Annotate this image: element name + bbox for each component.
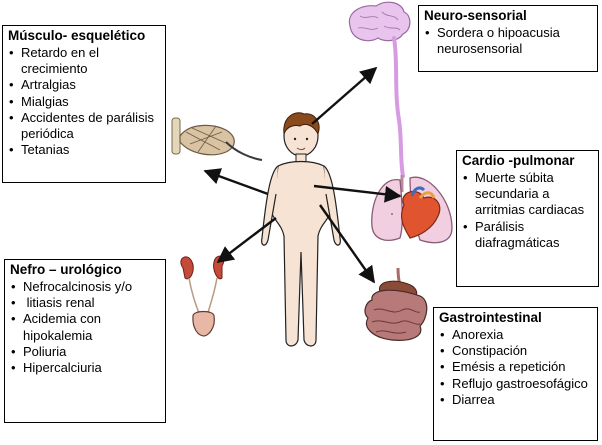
- list-item: •Parálisis diafragmáticas: [463, 218, 560, 250]
- nefro-urologico-box: Nefro – urológico •Nefrocalcinosis y/o •…: [4, 259, 166, 423]
- list-item: • litiasis renal: [11, 295, 95, 311]
- bullet-icon: •: [11, 311, 16, 327]
- bullet-icon: •: [440, 359, 445, 375]
- muscle-icon: [171, 117, 263, 161]
- bullet-icon: •: [440, 343, 445, 359]
- bullet-icon: •: [11, 343, 16, 359]
- list-item: •Poliuria: [11, 343, 67, 359]
- box-title: Cardio -pulmonar: [462, 153, 575, 168]
- bullet-icon: •: [463, 218, 468, 234]
- symptom-list: •Nefrocalcinosis y/o • litiasis renal •A…: [10, 279, 161, 376]
- bullet-icon: •: [9, 109, 14, 125]
- list-item: •Retardo en el crecimiento: [9, 45, 100, 77]
- list-item: •Anorexia: [440, 327, 504, 342]
- musculo-esqueletico-box: Músculo- esquelético •Retardo en el crec…: [2, 25, 166, 183]
- bullet-icon: •: [11, 279, 16, 294]
- bladder-icon: [192, 310, 215, 337]
- list-item: •Nefrocalcinosis y/o: [11, 279, 133, 294]
- bullet-icon: •: [9, 45, 14, 60]
- bullet-icon: •: [440, 375, 445, 391]
- list-item: •Hipercalciuria: [11, 360, 102, 376]
- list-item: •Tetanias: [9, 142, 70, 158]
- bullet-icon: •: [11, 295, 16, 311]
- box-title: Nefro – urológico: [10, 262, 122, 277]
- child-figure: [261, 112, 341, 347]
- list-item: •Constipación: [440, 343, 528, 359]
- list-item: •Mialgias: [9, 93, 69, 109]
- bullet-icon: •: [440, 327, 445, 342]
- gastrointestinal-box: Gastrointestinal •Anorexia •Constipación…: [433, 307, 598, 441]
- bullet-icon: •: [463, 170, 468, 185]
- heart-icon: [400, 186, 441, 239]
- bullet-icon: •: [440, 391, 445, 407]
- spinal-cord-icon: [392, 36, 405, 178]
- symptom-list: •Muerte súbita secundaria a arritmias ca…: [462, 170, 594, 251]
- cardio-pulmonar-box: Cardio -pulmonar •Muerte súbita secundar…: [456, 150, 599, 287]
- list-item: •Artralgias: [9, 77, 76, 93]
- bullet-icon: •: [425, 25, 430, 40]
- box-title: Gastrointestinal: [439, 310, 542, 325]
- symptom-list: •Sordera o hipoacusia neurosensorial: [424, 25, 593, 57]
- list-item: •Muerte súbita secundaria a arritmias ca…: [463, 170, 585, 218]
- box-title: Músculo- esquelético: [8, 28, 146, 43]
- symptom-list: •Retardo en el crecimiento •Artralgias •…: [8, 45, 161, 158]
- box-title: Neuro-sensorial: [424, 8, 527, 23]
- bullet-icon: •: [9, 77, 14, 93]
- connector-arrows: [203, 66, 402, 284]
- list-item: •Acidemia con hipokalemia: [11, 311, 102, 343]
- bullet-icon: •: [9, 93, 14, 109]
- list-item: •Diarrea: [440, 391, 495, 407]
- symptom-list: •Anorexia •Constipación •Emésis a repeti…: [439, 327, 593, 408]
- neuro-sensorial-box: Neuro-sensorial •Sordera o hipoacusia ne…: [418, 5, 598, 72]
- list-item: •Accidentes de parálisis periódica: [9, 109, 154, 142]
- list-item: •Sordera o hipoacusia neurosensorial: [425, 25, 560, 57]
- digestive-system-icon: [364, 267, 428, 341]
- list-item: •Emésis a repetición: [440, 359, 566, 375]
- bullet-icon: •: [11, 360, 16, 376]
- list-item: •Reflujo gastroesofágico: [440, 375, 588, 391]
- kidney-icon: [180, 255, 225, 317]
- bullet-icon: •: [9, 142, 14, 158]
- brain-icon: [348, 1, 411, 42]
